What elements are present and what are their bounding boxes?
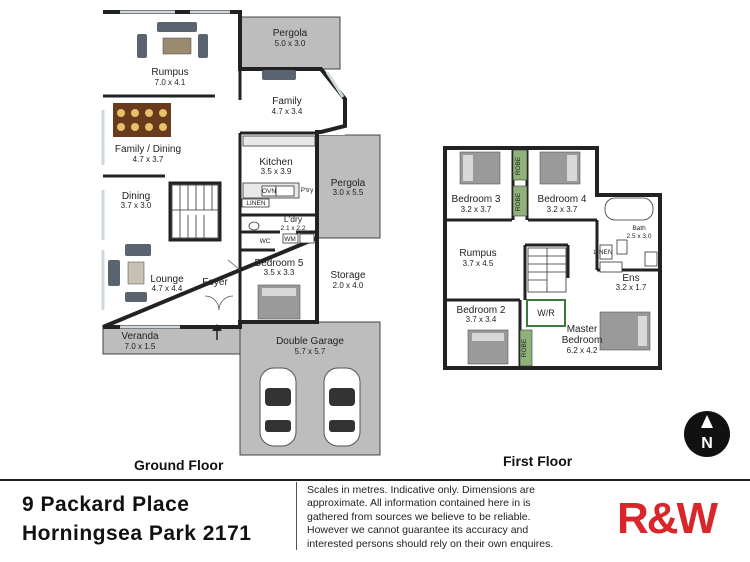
laundry-dims: 2.1 x 2.2 [281,225,306,232]
kitchen-dims: 3.5 x 3.9 [261,167,292,176]
veranda-name: Veranda [121,331,159,342]
pergola-top-name: Pergola [273,28,308,39]
ff-linen-label: LINEN [593,249,612,256]
ff-bath-dims: 2.5 x 3.0 [627,233,652,240]
family-dining-name: Family / Dining [115,144,181,155]
storage-dims: 2.0 x 4.0 [333,281,364,290]
dining-table-furniture [113,103,171,137]
ff-bath-name: Bath [632,225,646,232]
bedroom5-name: Bedroom 5 [255,258,304,269]
garage-car-right [323,367,361,447]
laundry-name: L'dry [284,214,303,224]
ff-master-name: Master [567,324,598,335]
garage-name: Double Garage [276,336,344,347]
lounge-name: Lounge [150,274,184,285]
foyer-name: Foyer [202,277,228,288]
garage-car-left [259,367,297,447]
ff-bedroom2-dims: 3.7 x 3.4 [466,315,497,324]
ff-wr-label: W/R [537,308,555,318]
disclaimer-text: Scales in metres. Indicative only. Dimen… [307,484,554,550]
ff-robe-1: ROBE [515,156,522,175]
lounge-dims: 4.7 x 4.4 [152,284,183,293]
wc-label: WC [260,238,271,245]
ground-floor-interior [103,12,345,327]
compass-letter: N [701,435,713,452]
pergola-side-name: Pergola [331,178,366,189]
footer-separator [296,482,297,550]
ff-robe-3: ROBE [521,338,528,357]
ff-bedroom4-dims: 3.2 x 3.7 [547,205,578,214]
ff-master-dims: 6.2 x 4.2 [567,346,598,355]
ground-stairs [171,184,219,239]
ground-floor-plan: Pergola 5.0 x 3.0 Rumpus 7.0 x 4.1 Famil… [101,10,381,456]
floor-plan-drawing: Pergola 5.0 x 3.0 Rumpus 7.0 x 4.1 Famil… [101,10,730,457]
pergola-side-area [316,134,381,239]
family-name: Family [272,96,301,107]
ff-rumpus-name: Rumpus [459,248,496,259]
ff-robe-2: ROBE [515,192,522,211]
lounge-furniture [108,244,151,302]
wm-label: WM [284,236,296,243]
bedroom5-dims: 3.5 x 3.3 [264,268,295,277]
oven-label: OVN [262,188,276,195]
first-floor-plan: Bedroom 3 3.2 x 3.7 Bedroom 4 3.2 x 3.7 … [443,146,662,370]
first-floor-label: First Floor [503,453,573,469]
address-line2: Horningsea Park 2171 [22,522,252,545]
ground-floor-label: Ground Floor [134,457,224,473]
ground-outer-walls [102,10,347,329]
ff-bedroom2-name: Bedroom 2 [457,305,506,316]
garage-dims: 5.7 x 5.7 [295,347,326,356]
rumpus-name: Rumpus [151,67,188,78]
ff-bedroom3-dims: 3.2 x 3.7 [461,205,492,214]
dining-name: Dining [122,191,150,202]
ff-master-name2: Bedroom [562,335,603,346]
brand-logo: R&W [617,494,718,543]
pergola-side-dims: 3.0 x 5.5 [333,188,364,197]
rumpus-dims: 7.0 x 4.1 [155,78,186,87]
ff-rumpus-dims: 3.7 x 4.5 [463,259,494,268]
storage-name: Storage [330,270,365,281]
veranda-dims: 7.0 x 1.5 [125,342,156,351]
bedroom5-bed [257,284,301,320]
ff-bedroom3-name: Bedroom 3 [452,194,501,205]
dining-dims: 3.7 x 3.0 [121,201,152,210]
pergola-top-dims: 5.0 x 3.0 [275,39,306,48]
kitchen-name: Kitchen [259,157,292,168]
rumpus-furniture [137,22,296,80]
linen-label: LINEN [246,200,265,207]
footer-divider [0,479,750,481]
ff-ensuite-name: Ens [622,273,639,284]
family-dining-dims: 4.7 x 3.7 [133,155,164,164]
ff-bedroom4-name: Bedroom 4 [538,194,587,205]
family-dims: 4.7 x 3.4 [272,107,303,116]
address-line1: 9 Packard Place [22,493,190,516]
pergola-top-area [239,16,341,70]
north-compass-icon: N [684,411,730,457]
kitchen-bench [242,135,316,147]
ff-ensuite-dims: 3.2 x 1.7 [616,283,647,292]
pantry-label: P'try [301,187,315,194]
